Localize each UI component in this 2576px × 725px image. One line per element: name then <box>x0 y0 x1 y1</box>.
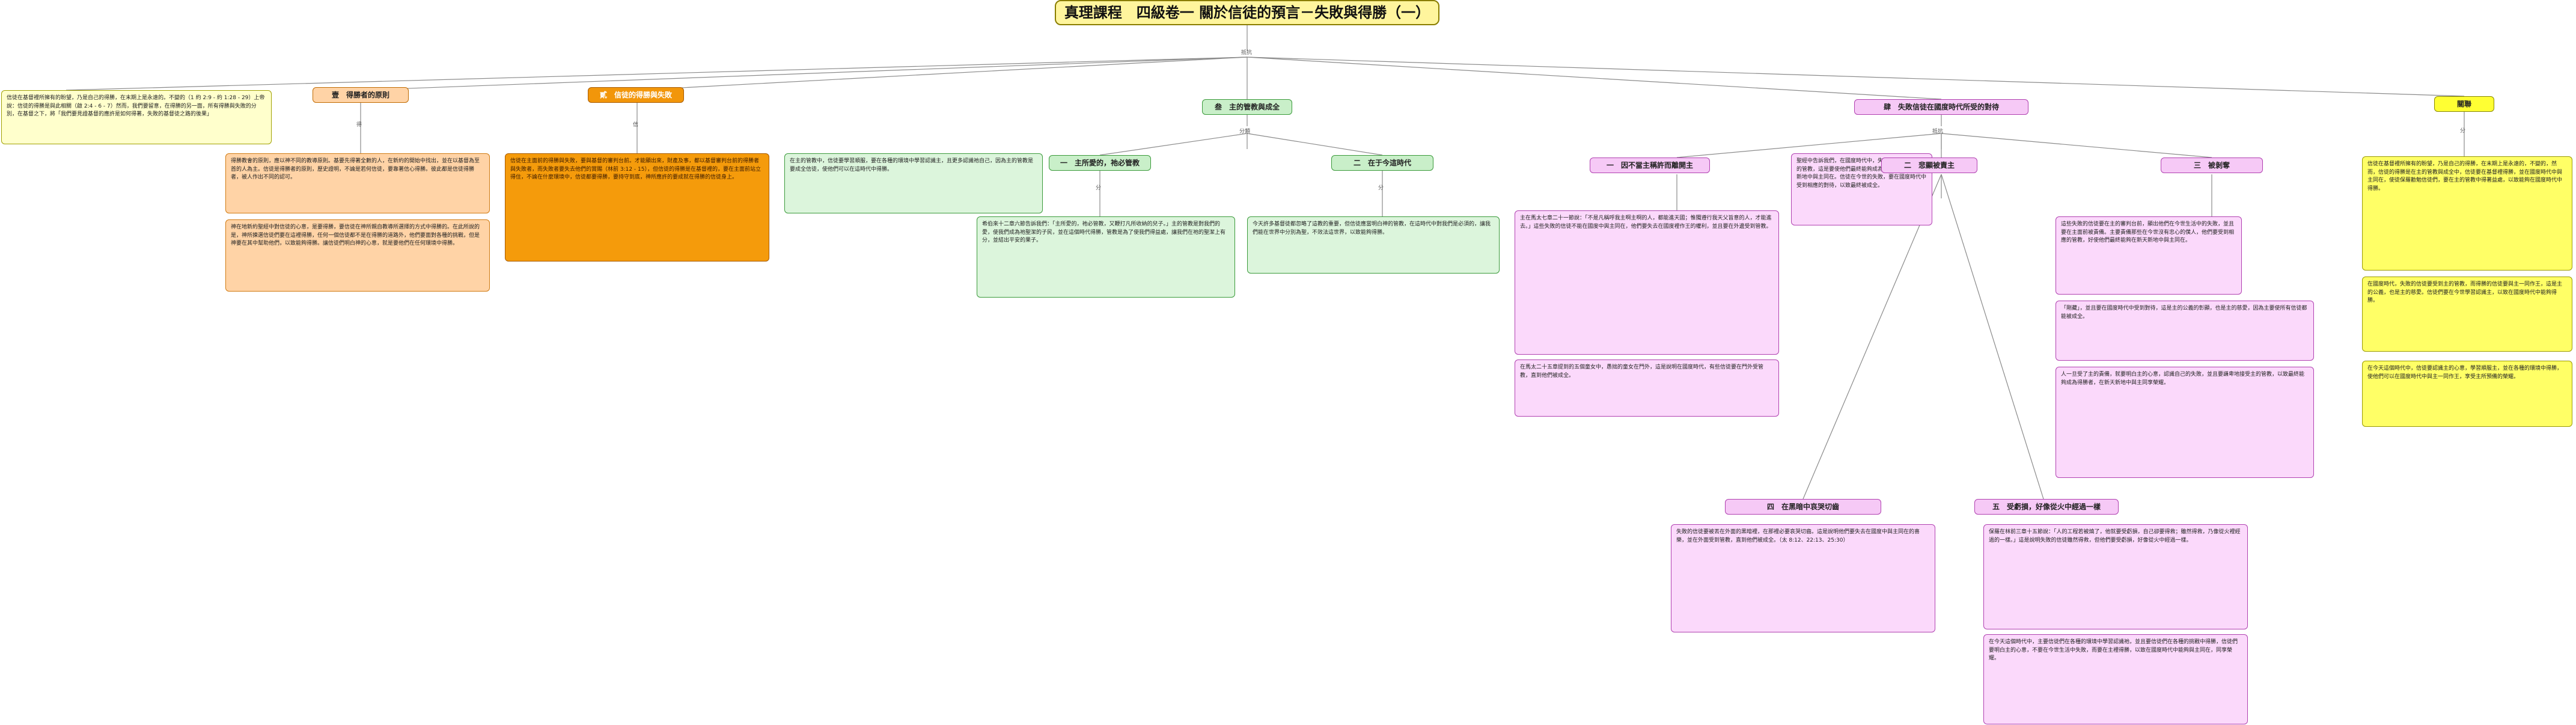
branch-4-sub-1-text: 主在馬太七章二十一節說：「不是凡稱呼我主啊主啊的人，都能進天國；惟獨遵行我天父旨… <box>1515 210 1779 355</box>
junction-b1: 得 <box>356 122 362 128</box>
branch-4-sub-3-header: 三 被剝奪 <box>2161 158 2263 173</box>
branch-5-header: 關聯 <box>2434 96 2494 112</box>
hub-label: 抵抗 <box>1241 50 1253 56</box>
branch-2-box-1: 信徒在主面前的得勝與失敗，要與基督的審判台前。才能顯出來，財產及事，都以基督審判… <box>505 153 769 262</box>
junction-b3b: 分 <box>1378 185 1384 191</box>
branch-4-sub-2-text: 這些失敗的信徒要在主的審判台前，顯出他們在今世生活中的失敗，並且要在主面前被責備… <box>2056 216 2242 295</box>
junction-b5: 分 <box>2460 128 2466 134</box>
branch-4-header: 肆 失敗信徒在國度時代所受的對待 <box>1854 99 2028 115</box>
branch-1-box-1: 得勝教會的原則，應以神不同的教導原則。基要先得著全數的人，在新約的開始中找出，並… <box>225 153 490 213</box>
branch-4-sub-4-header: 四 在黑暗中哀哭切齒 <box>1725 499 1881 515</box>
branch-3-header: 叁 主的管教與成全 <box>1202 99 1292 115</box>
branch-4-sub-5-header: 五 受虧損，好像從火中經過一樣 <box>1974 499 2119 515</box>
page-title: 真理課程 四級卷一 關於信徒的預言－失敗與得勝（一） <box>1055 0 1439 25</box>
branch-4-sub-2-header: 二 悲顯被責主 <box>1881 158 1977 173</box>
branch-4-sub-1-text-2: 在馬太二十五章提到的五個童女中，愚拙的童女在門外，這是說明在國度時代，有些信徒要… <box>1515 359 1779 417</box>
intro-box: 信徒在基督裡所擁有的盼望，乃是自己的得勝，在末期上是永遠的。不變的（1 約 2:… <box>1 90 272 144</box>
branch-2-header: 貳 信徒的得勝與失敗 <box>588 87 684 103</box>
branch-3-sub-2-text: 今天許多基督徒都忽略了這教的重要，但信徒應當明白神的管教，在這時代中對我們是必須… <box>1247 216 1500 274</box>
branch-4-sub-5-text: 保羅在林前三章十五節說：「人的工程若被燒了，他就要受虧損，自己卻要得救；雖然得救… <box>1983 524 2248 629</box>
branch-1-box-2: 神在地新約聖經中對信徒的心意，是要得勝，要信徒在神所親自教導所選擇的方式中得勝的… <box>225 219 490 292</box>
branch-5-box-2: 在國度時代，失敗的信徒要受到主的管教，而得勝的信徒要與主一同作王，這是主的公義，… <box>2362 277 2572 352</box>
branch-3-sub-2-header: 二 在于今這時代 <box>1331 155 1433 171</box>
junction-b3a: 分 <box>1096 185 1102 191</box>
junction-b3: 分類 <box>1239 129 1251 135</box>
junction-b4: 抵抗 <box>1932 129 1944 135</box>
branch-4-sub-2-text-2: 「剛藏」，並且要在國度時代中受到對待，這是主的公義的彰顯，也是主的慈愛，因為主要… <box>2056 301 2314 361</box>
branch-4-sub-4-text: 失敗的信徒要被丟在外面的黑暗裡，在那裡必要哀哭切齒。這是說明他們要失去在國度中與… <box>1671 524 1935 632</box>
junction-b2: 信 <box>633 122 639 128</box>
branch-5-box-3: 在今天這個時代中，信徒要認識主的心意，學習順服主，並在各種的環境中得勝，使他們可… <box>2362 361 2572 427</box>
branch-3-sub-1-header: 一 主所愛的，祂必管教 <box>1049 155 1151 171</box>
branch-4-sub-2-text-3: 人一旦受了主的責備，就要明白主的心意，認識自己的失敗，並且要謙卑地接受主的管教，… <box>2056 367 2314 478</box>
branch-1-header: 壹 得勝者的原則 <box>313 87 409 103</box>
branch-5-box-1: 信徒在基督裡所擁有的盼望，乃是自己的得勝，在末期上是永遠的，不變的，然而，信徒的… <box>2362 156 2572 271</box>
branch-3-sub-1-text: 希伯來十二章六節告訴我們：「主所愛的，祂必管教，又鞭打凡所收納的兒子。」主的管教… <box>977 216 1235 298</box>
branch-3-box-1: 在主的管教中，信徒要學習順服，要在各種的環境中學習認識主，且更多認識祂自己，因為… <box>784 153 1043 213</box>
branch-4-sub-1-header: 一 因不當主稱許而離開主 <box>1590 158 1710 173</box>
branch-4-sub-5-text-2: 在今天這個時代中，主要信徒們在各種的環境中學習認識祂，並且要信徒們在各種的挑戰中… <box>1983 634 2248 724</box>
